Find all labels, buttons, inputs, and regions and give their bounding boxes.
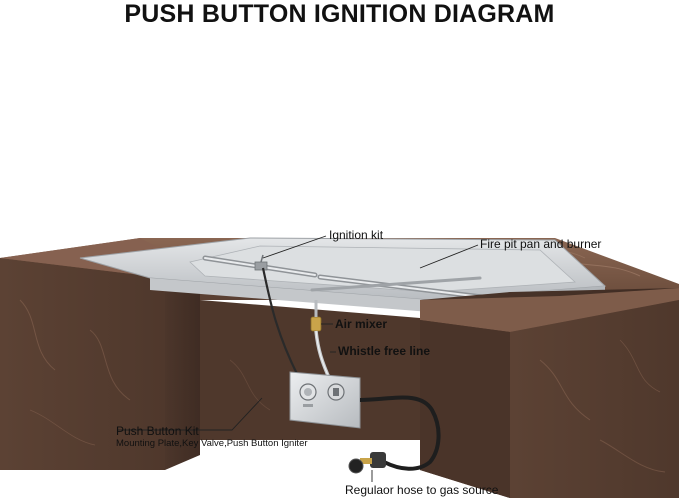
label-fire-pit-pan: Fire pit pan and burner	[480, 237, 602, 251]
label-whistle-line: Whistle free line	[338, 344, 431, 358]
label-push-button-kit: Push Button Kit	[116, 424, 199, 438]
stone-enclosure-left-block	[0, 238, 200, 470]
regulator-hose	[359, 395, 441, 471]
ignition-electrode	[254, 254, 268, 271]
label-air-mixer: Air mixer	[335, 317, 388, 331]
gas-regulator	[348, 452, 386, 474]
igniter-wire	[261, 267, 299, 377]
stone-enclosure-right-block	[420, 288, 679, 498]
push-button-mounting-plate	[289, 371, 361, 429]
diagram-title: PUSH BUTTON IGNITION DIAGRAM	[124, 0, 555, 28]
label-push-button-kit-sub: Mounting Plate,Key Valve,Push Button Ign…	[116, 438, 308, 449]
leader-lines	[118, 235, 479, 482]
label-ignition-kit: Ignition kit	[329, 228, 384, 242]
label-regulator-hose: Regulaor hose to gas source	[345, 483, 499, 497]
